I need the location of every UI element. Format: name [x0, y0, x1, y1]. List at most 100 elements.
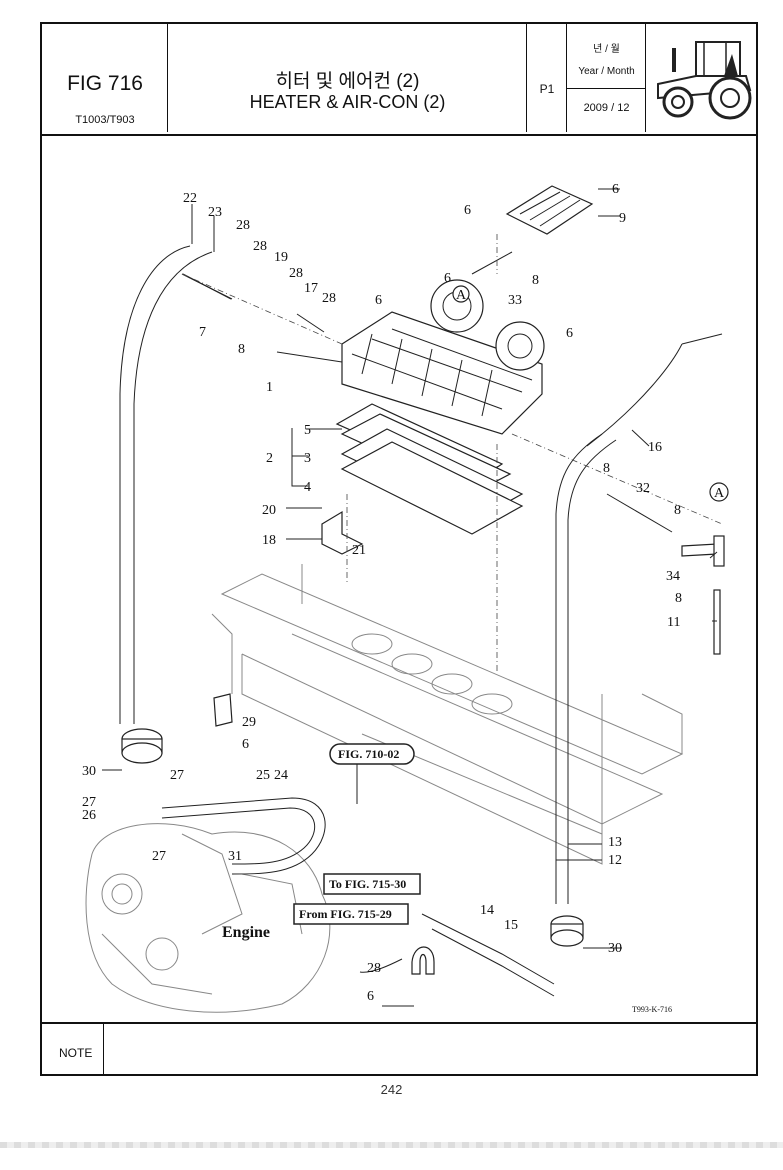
part-number-34: 34 [666, 569, 680, 584]
part-number-8: 8 [675, 591, 682, 606]
hose-17 [296, 313, 325, 333]
part-number-2: 2 [266, 451, 273, 466]
part-number-21: 21 [352, 543, 366, 558]
ref-fig-710-02: FIG. 710-02 [329, 743, 415, 765]
part-number-25: 25 [256, 768, 270, 783]
part-number-30: 30 [608, 941, 622, 956]
part-number-15: 15 [504, 918, 518, 933]
assembly-centerlines [181, 234, 723, 674]
ref-to-fig-715-30-label: To FIG. 715-30 [329, 877, 406, 891]
page-number: 242 [380, 1082, 403, 1097]
part-number-5: 5 [304, 423, 311, 438]
title-english: HEATER & AIR-CON (2) [249, 92, 446, 112]
date-divider [567, 88, 646, 89]
fig-cell: FIG 716 T1003/T903 [42, 24, 168, 132]
heater-unit-1 [341, 279, 545, 435]
part-number-27: 27 [170, 768, 184, 783]
part-number-6: 6 [242, 737, 249, 752]
part-number-26: 26 [82, 808, 96, 823]
ref-fig-710-02-label: FIG. 710-02 [338, 747, 399, 761]
aircon-hoses-14-15 [421, 913, 555, 997]
cover-9 [505, 185, 594, 235]
tractor-icon [657, 41, 752, 120]
part-number-3: 3 [304, 451, 311, 466]
date-label-korean: 년 / 월 [593, 44, 620, 55]
drawing-code: T993-K-716 [632, 1005, 672, 1014]
part-number-6: 6 [464, 203, 471, 218]
heater-hoses-22-23 [119, 245, 213, 724]
part-number-28: 28 [236, 218, 250, 233]
aircon-hoses-12-13 [555, 333, 723, 904]
note-divider [103, 1024, 104, 1076]
part-number-9: 9 [619, 211, 626, 226]
page-label: P1 [539, 82, 555, 96]
part-number-11: 11 [667, 615, 680, 630]
ref-from-fig-715-29-label: From FIG. 715-29 [299, 907, 392, 921]
part-number-16: 16 [648, 440, 662, 455]
part-number-19: 19 [274, 250, 288, 265]
exploded-diagram: 22 23 28 28 19 28 17 28 6 6 6 9 6 8 33 6… [42, 134, 756, 1022]
part-number-22: 22 [183, 191, 197, 206]
part-number-23: 23 [208, 205, 222, 220]
part-number-13: 13 [608, 835, 622, 850]
part-number-8: 8 [674, 503, 681, 518]
pipe-11 [713, 589, 721, 655]
part-number-20: 20 [262, 503, 276, 518]
engine-drawing [85, 823, 331, 1013]
callout-a-right: A [709, 482, 729, 502]
footer: NOTE [42, 1022, 756, 1076]
note-label: NOTE [59, 1046, 93, 1060]
part-number-14: 14 [480, 903, 494, 918]
date-label-english: Year / Month [578, 66, 635, 77]
tee-34 [681, 535, 725, 567]
grommet-30-left [121, 728, 163, 764]
part-number-32: 32 [636, 481, 650, 496]
part-number-8: 8 [238, 342, 245, 357]
part-number-28: 28 [322, 291, 336, 306]
part-number-labels: 22 23 28 28 19 28 17 28 6 6 6 9 6 8 33 6… [82, 182, 682, 1004]
pipe-32 [606, 493, 673, 533]
part-number-6: 6 [375, 293, 382, 308]
hose-7 [181, 273, 233, 300]
callout-a-label: A [456, 288, 467, 303]
scan-edge-strip [0, 1142, 783, 1148]
part-number-8: 8 [603, 461, 610, 476]
part-number-17: 17 [304, 281, 318, 296]
part-number-7: 7 [199, 325, 206, 340]
diagram-svg: 22 23 28 28 19 28 17 28 6 6 6 9 6 8 33 6… [82, 182, 729, 1014]
leader-lines [102, 188, 718, 1007]
callout-a-label: A [714, 486, 725, 501]
part-number-6: 6 [367, 989, 374, 1004]
clamp-28-lower [411, 946, 435, 975]
date-value: 2009 / 12 [583, 102, 630, 114]
engine-label: Engine [222, 924, 270, 941]
part-number-27: 27 [152, 849, 166, 864]
engine-hoses-24-25 [161, 797, 326, 875]
fig-label: FIG 716 [67, 72, 143, 95]
parts-sheet: FIG 716 T1003/T903 히터 및 에어컨 (2) HEATER &… [40, 22, 758, 1076]
part-number-28: 28 [289, 266, 303, 281]
icon-cell [646, 24, 756, 132]
ref-to-fig-715-30: To FIG. 715-30 [323, 873, 421, 895]
part-number-6: 6 [612, 182, 619, 197]
bracket-29 [213, 693, 233, 727]
grommet-30-right [550, 915, 584, 947]
title-korean: 히터 및 에어컨 (2) [275, 71, 420, 92]
header: FIG 716 T1003/T903 히터 및 에어컨 (2) HEATER &… [42, 24, 756, 136]
part-number-1: 1 [266, 380, 273, 395]
pipe-33 [471, 251, 513, 275]
part-number-4: 4 [304, 480, 311, 495]
part-number-30: 30 [82, 764, 96, 779]
page-cell: P1 [527, 24, 567, 132]
part-number-6: 6 [566, 326, 573, 341]
chassis-frame-drawing [211, 564, 684, 865]
part-number-28: 28 [367, 961, 381, 976]
model-label: T1003/T903 [75, 114, 135, 126]
part-number-8: 8 [532, 273, 539, 288]
ref-from-fig-715-29: From FIG. 715-29 [293, 903, 409, 925]
part-number-24: 24 [274, 768, 288, 783]
part-number-33: 33 [508, 293, 522, 308]
part-number-31: 31 [228, 849, 242, 864]
part-number-6: 6 [444, 271, 451, 286]
part-number-12: 12 [608, 853, 622, 868]
